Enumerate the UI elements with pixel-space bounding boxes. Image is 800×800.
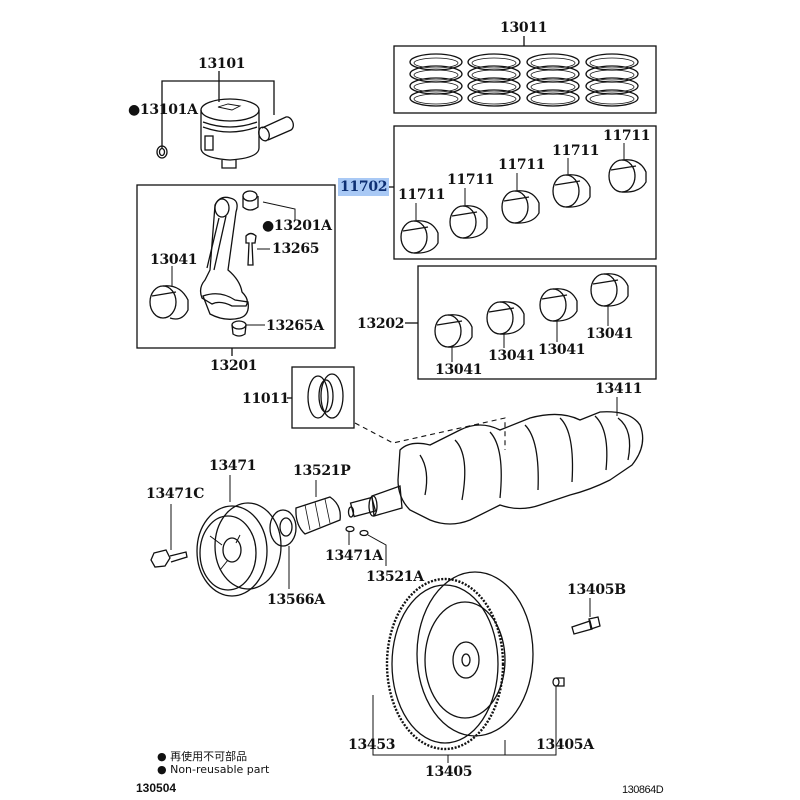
legend-non-reusable: ● Non-reusable part xyxy=(157,763,270,776)
conrod-nut-icon[interactable] xyxy=(231,320,247,337)
main-bearing-icons[interactable] xyxy=(400,143,647,254)
label-13201A[interactable]: ●13201A xyxy=(262,218,332,234)
label-11702[interactable]: 11702 xyxy=(338,178,390,196)
label-13011[interactable]: 13011 xyxy=(500,20,548,36)
label-11711-4[interactable]: 11711 xyxy=(552,143,600,159)
ring-icons[interactable] xyxy=(409,53,639,107)
crank-bearing-box xyxy=(393,125,657,260)
label-13405B[interactable]: 13405B xyxy=(567,582,626,598)
conrod-group xyxy=(136,184,336,356)
label-13453[interactable]: 13453 xyxy=(348,737,396,753)
label-11711-1[interactable]: 11711 xyxy=(398,187,446,203)
key-13471a-icon[interactable] xyxy=(345,525,355,546)
label-13201[interactable]: 13201 xyxy=(210,358,258,374)
thrust-washer-group xyxy=(287,366,506,450)
conrod-bushing-icon[interactable] xyxy=(242,190,259,211)
label-13471C[interactable]: 13471C xyxy=(146,486,205,502)
snap-ring-icon[interactable] xyxy=(156,145,168,159)
label-13405A[interactable]: 13405A xyxy=(536,737,594,753)
main-bearing-icon[interactable] xyxy=(501,190,540,224)
piston-ring-stack-icon[interactable] xyxy=(467,53,521,107)
piston-icon[interactable] xyxy=(200,98,260,169)
main-bearing-icon[interactable] xyxy=(552,174,591,208)
label-13101[interactable]: 13101 xyxy=(198,56,246,72)
rod-bearing-icon[interactable] xyxy=(590,273,629,307)
label-13471A[interactable]: 13471A xyxy=(325,548,383,564)
label-11711-2[interactable]: 11711 xyxy=(447,172,495,188)
piston-group xyxy=(156,71,294,169)
rod-bearing-icon[interactable] xyxy=(434,314,473,348)
label-13041-d[interactable]: 13041 xyxy=(586,326,634,342)
rod-bearing-icons[interactable] xyxy=(434,273,629,362)
label-13202[interactable]: 13202 xyxy=(357,316,405,332)
label-11711-3[interactable]: 11711 xyxy=(498,157,546,173)
flywheel-bolt-icon[interactable] xyxy=(571,598,601,635)
main-bearing-icon[interactable] xyxy=(608,159,647,193)
label-13041-a[interactable]: 13041 xyxy=(435,362,483,378)
ring-set-box xyxy=(393,45,657,114)
conrod-bolt-icon[interactable] xyxy=(245,232,257,266)
piston-pin-icon[interactable] xyxy=(257,116,294,142)
rod-bearing-icon[interactable] xyxy=(486,301,525,335)
label-13265A[interactable]: 13265A xyxy=(266,318,324,334)
key-13521a-icon[interactable] xyxy=(359,529,387,567)
label-13521P[interactable]: 13521P xyxy=(293,463,351,479)
piston-ring-stack-icon[interactable] xyxy=(409,53,463,107)
flywheel-icon[interactable] xyxy=(372,571,557,763)
label-13521A[interactable]: 13521A xyxy=(366,569,424,585)
connecting-rod-icon[interactable] xyxy=(199,196,249,320)
label-11011[interactable]: 11011 xyxy=(242,391,290,407)
crank-bearing-set xyxy=(385,125,657,260)
label-13041-c[interactable]: 13041 xyxy=(538,342,586,358)
conrod-box xyxy=(136,184,336,349)
label-13265[interactable]: 13265 xyxy=(272,241,320,257)
legend-japanese: ● 再使用不可部品 xyxy=(157,750,248,763)
piston-ring-set xyxy=(393,36,657,114)
oil-seal-icon[interactable] xyxy=(269,509,297,589)
piston-ring-stack-icon[interactable] xyxy=(585,53,639,107)
label-13405[interactable]: 13405 xyxy=(425,764,473,780)
figure-code-left: 130504 xyxy=(136,781,177,795)
dowel-pin-icon[interactable] xyxy=(552,677,565,687)
crankshaft-icon[interactable] xyxy=(347,397,644,525)
main-bearing-icon[interactable] xyxy=(449,205,488,239)
crank-timing-gear-icon[interactable] xyxy=(295,480,341,535)
label-13041-b[interactable]: 13041 xyxy=(488,348,536,364)
label-13471[interactable]: 13471 xyxy=(209,458,257,474)
label-13041-rod[interactable]: 13041 xyxy=(150,252,198,268)
thrust-washer-icon[interactable] xyxy=(307,373,344,419)
leader-13101-bracket xyxy=(161,80,275,148)
figure-code-right: 130864D xyxy=(622,784,664,796)
thrust-washer-box xyxy=(291,366,355,429)
label-13411[interactable]: 13411 xyxy=(595,381,643,397)
main-bearing-icon[interactable] xyxy=(400,220,439,254)
rod-bearing-icon[interactable] xyxy=(539,288,578,322)
pulley-bolt-icon[interactable] xyxy=(150,504,188,568)
piston-ring-stack-icon[interactable] xyxy=(526,53,580,107)
label-13566A[interactable]: 13566A xyxy=(267,592,325,608)
label-13101A[interactable]: ●13101A xyxy=(128,102,198,118)
conrod-bearing-set xyxy=(405,265,657,380)
crank-pulley-icon[interactable] xyxy=(196,475,282,597)
label-11711-5[interactable]: 11711 xyxy=(603,128,651,144)
conrod-bearing-icon[interactable] xyxy=(149,285,189,320)
